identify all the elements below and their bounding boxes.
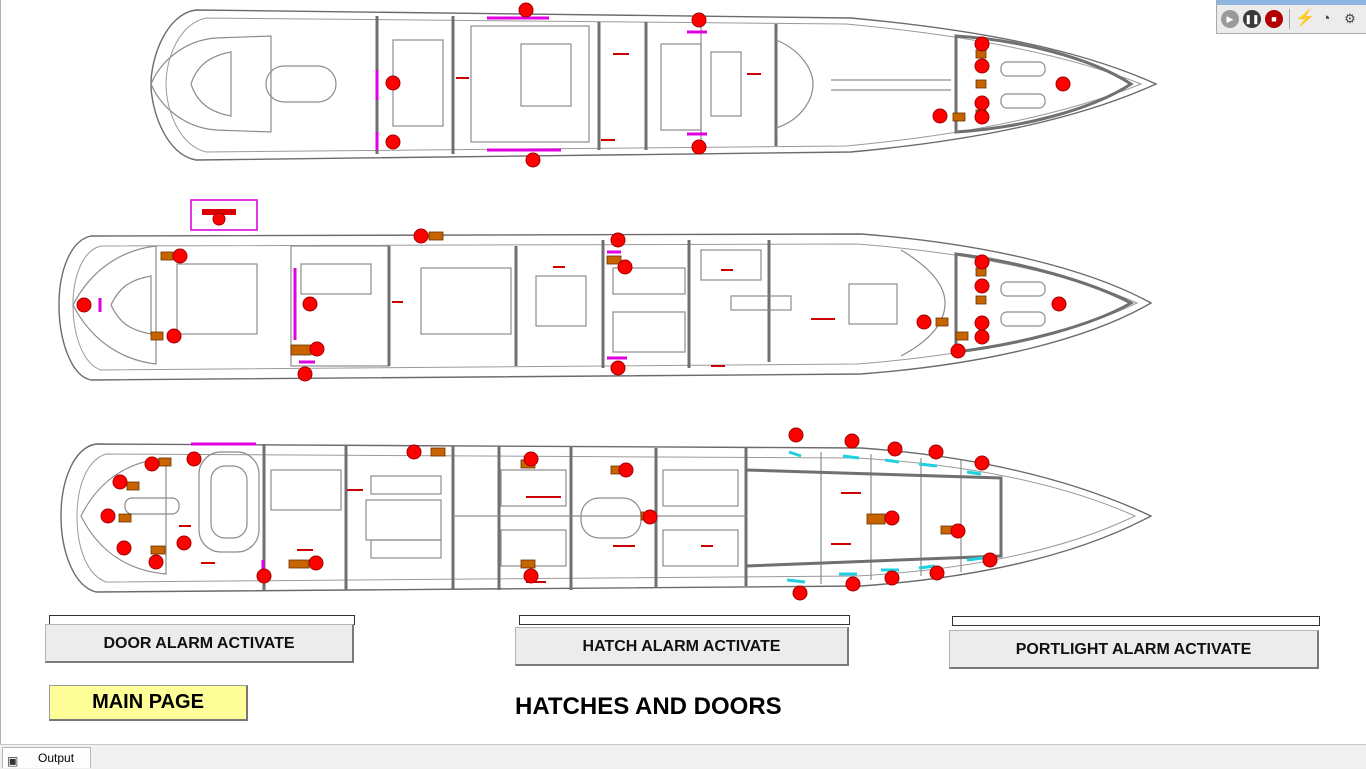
runtime-toolbar: ▶ ❚❚ ■ ⚡ ◔ ⚙ (1216, 0, 1366, 34)
alarm-indicator[interactable] (974, 36, 990, 52)
door-alarm-activate-button[interactable]: DOOR ALARM ACTIVATE (45, 624, 354, 663)
alarm-indicator[interactable] (928, 444, 944, 460)
toolbar-divider (1289, 9, 1290, 29)
alarm-indicator[interactable] (413, 228, 429, 244)
alarm-indicator[interactable] (100, 508, 116, 524)
sensor-marker (520, 559, 536, 569)
alarm-indicator[interactable] (974, 278, 990, 294)
alarm-indicator[interactable] (974, 329, 990, 345)
alarm-indicator[interactable] (932, 108, 948, 124)
stop-icon[interactable]: ■ (1265, 10, 1283, 28)
alarm-indicator[interactable] (974, 58, 990, 74)
alarm-indicator[interactable] (950, 523, 966, 539)
alarm-indicator[interactable] (642, 509, 658, 525)
sensor-marker (118, 513, 132, 523)
alarm-indicator[interactable] (385, 134, 401, 150)
pie-chart-icon[interactable]: ◔ (1321, 10, 1331, 27)
alarm-indicator[interactable] (974, 254, 990, 270)
alarm-indicator[interactable] (212, 212, 226, 226)
sensor-marker (606, 255, 622, 265)
alarm-indicator[interactable] (792, 585, 808, 601)
sensor-marker (288, 559, 310, 569)
main-deck-plan (58, 199, 1153, 382)
alarm-indicator[interactable] (176, 535, 192, 551)
portlight-alarm-status-bar (952, 616, 1320, 626)
alarm-indicator[interactable] (974, 109, 990, 125)
alarm-indicator[interactable] (1051, 296, 1067, 312)
alarm-indicator[interactable] (148, 554, 164, 570)
sensor-marker (150, 545, 166, 555)
sensor-marker (955, 331, 969, 341)
alarm-indicator[interactable] (844, 433, 860, 449)
page-title: HATCHES AND DOORS (515, 693, 782, 720)
lower-deck-plan (60, 427, 1153, 601)
sensor-marker (866, 513, 886, 525)
alarm-indicator[interactable] (308, 555, 324, 571)
alarm-indicator[interactable] (523, 451, 539, 467)
alarm-indicator[interactable] (385, 75, 401, 91)
settings-icon[interactable]: ⚙ (1344, 11, 1356, 26)
sensor-marker (126, 481, 140, 491)
output-tab[interactable]: ▣ Output (2, 747, 91, 768)
alarm-indicator[interactable] (788, 427, 804, 443)
alarm-indicator[interactable] (297, 366, 313, 382)
alarm-indicator[interactable] (302, 296, 318, 312)
alarm-indicator[interactable] (974, 455, 990, 471)
alarm-indicator[interactable] (950, 343, 966, 359)
alarm-indicator[interactable] (617, 259, 633, 275)
alarm-indicator[interactable] (166, 328, 182, 344)
flash-icon[interactable]: ⚡ (1295, 10, 1315, 27)
alarm-indicator[interactable] (116, 540, 132, 556)
alarm-indicator[interactable] (929, 565, 945, 581)
portlight-alarm-activate-button[interactable]: PORTLIGHT ALARM ACTIVATE (949, 630, 1319, 669)
sensor-marker (160, 251, 174, 261)
alarm-indicator[interactable] (256, 568, 272, 584)
alarm-indicator[interactable] (974, 315, 990, 331)
pause-icon[interactable]: ❚❚ (1243, 10, 1261, 28)
alarm-indicator[interactable] (691, 12, 707, 28)
sensor-marker (430, 447, 446, 457)
alarm-indicator[interactable] (525, 152, 541, 168)
sensor-marker (158, 457, 172, 467)
alarm-indicator[interactable] (845, 576, 861, 592)
upper-deck-plan (150, 2, 1158, 168)
alarm-indicator[interactable] (406, 444, 422, 460)
alarm-indicator[interactable] (974, 95, 990, 111)
sensor-marker (952, 112, 966, 122)
sensor-marker (428, 231, 444, 241)
alarm-indicator[interactable] (186, 451, 202, 467)
hatch-alarm-status-bar (519, 615, 850, 625)
alarm-indicator[interactable] (610, 360, 626, 376)
output-tab-label: Output (38, 751, 75, 765)
main-page-button[interactable]: MAIN PAGE (49, 685, 248, 721)
alarm-indicator[interactable] (309, 341, 325, 357)
alarm-indicator[interactable] (144, 456, 160, 472)
alarm-indicator[interactable] (112, 474, 128, 490)
alarm-indicator[interactable] (618, 462, 634, 478)
alarm-indicator[interactable] (884, 510, 900, 526)
sensor-marker (150, 331, 164, 341)
sensor-marker (935, 317, 949, 327)
alarm-indicator[interactable] (610, 232, 626, 248)
sensor-marker (975, 79, 987, 89)
alarm-indicator[interactable] (887, 441, 903, 457)
alarm-indicator[interactable] (1055, 76, 1071, 92)
alarm-indicator[interactable] (691, 139, 707, 155)
alarm-indicator[interactable] (172, 248, 188, 264)
hatch-alarm-activate-button[interactable]: HATCH ALARM ACTIVATE (515, 627, 849, 666)
toolbar-accent (1217, 0, 1366, 5)
yacht-deck-plans (58, 2, 1158, 601)
sensor-marker (975, 295, 987, 305)
alarm-indicator[interactable] (518, 2, 534, 18)
bottom-panel-bar: ▣ Output (0, 744, 1366, 769)
alarm-indicator[interactable] (916, 314, 932, 330)
alarm-indicator[interactable] (884, 570, 900, 586)
alarm-indicator[interactable] (76, 297, 92, 313)
alarm-indicator[interactable] (982, 552, 998, 568)
alarm-indicator[interactable] (523, 568, 539, 584)
sensor-marker (290, 344, 312, 356)
output-window-icon: ▣ (7, 754, 19, 768)
play-icon[interactable]: ▶ (1221, 10, 1239, 28)
